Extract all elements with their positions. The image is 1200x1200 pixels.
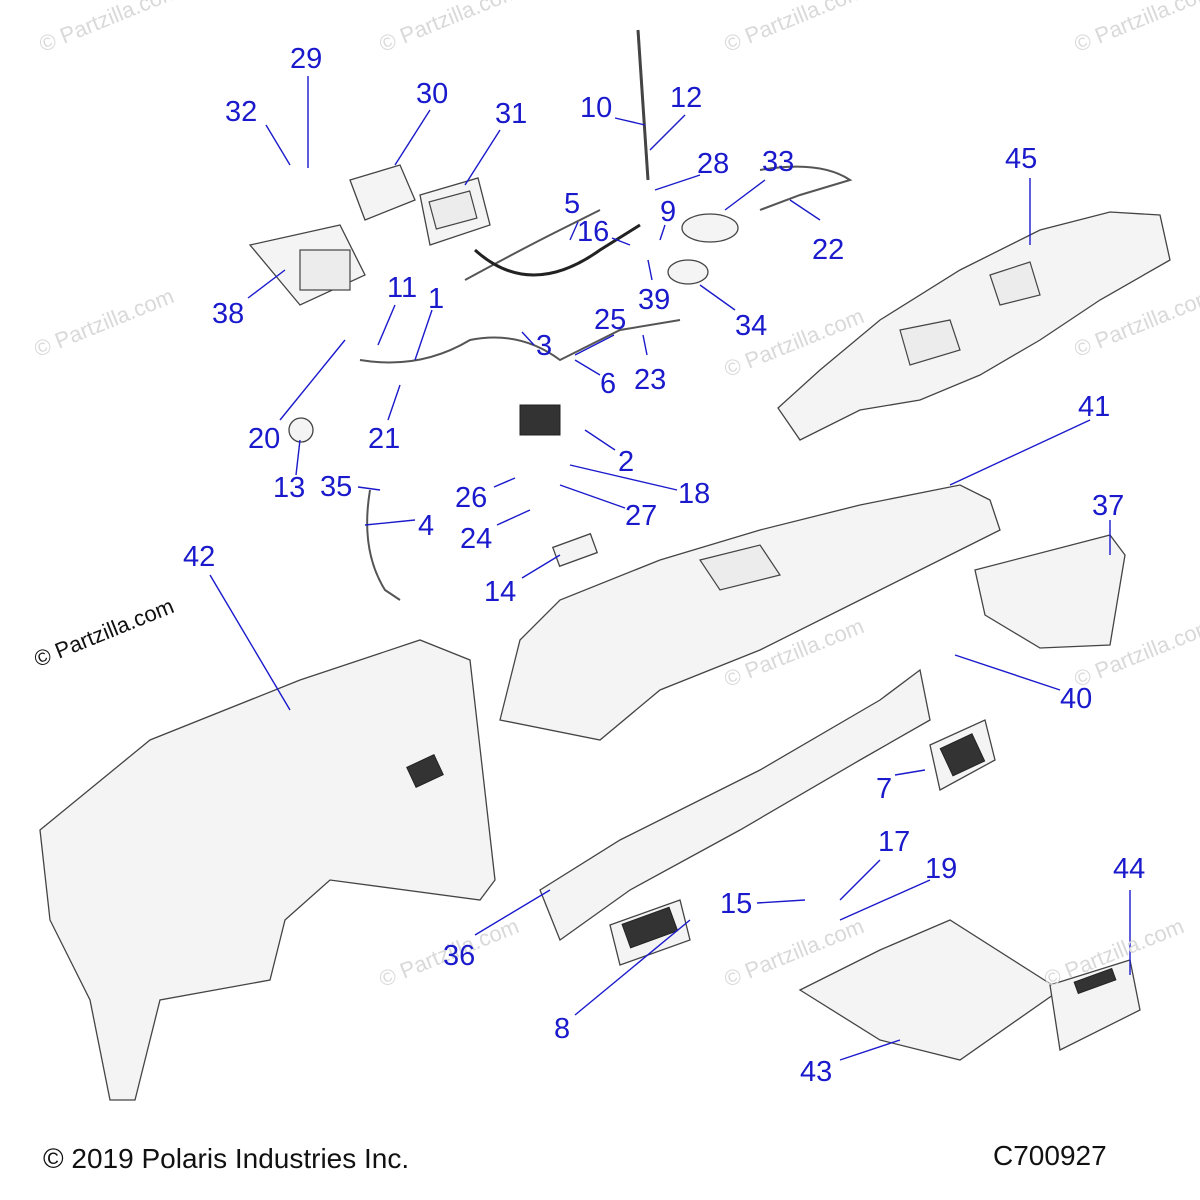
callout-21: 21 bbox=[368, 423, 401, 455]
part-16-cable[interactable] bbox=[473, 223, 641, 277]
callout-28: 28 bbox=[697, 148, 730, 180]
part-1-harness[interactable] bbox=[359, 319, 681, 364]
callout-17: 17 bbox=[878, 826, 911, 858]
part-42-firewall[interactable] bbox=[39, 639, 496, 1101]
callout-2: 2 bbox=[618, 446, 635, 478]
callout-29: 29 bbox=[290, 43, 323, 75]
callout-40: 40 bbox=[1060, 683, 1093, 715]
part-14-module[interactable] bbox=[551, 532, 599, 568]
part-7-speaker[interactable] bbox=[929, 719, 996, 791]
callout-24: 24 bbox=[460, 523, 493, 555]
callout-20: 20 bbox=[248, 423, 281, 455]
callout-18: 18 bbox=[678, 478, 711, 510]
callout-11: 11 bbox=[387, 272, 418, 304]
part-45-dash-top[interactable] bbox=[777, 211, 1171, 441]
callout-12: 12 bbox=[670, 82, 703, 114]
callout-33: 33 bbox=[762, 146, 795, 178]
part-38-bezel[interactable] bbox=[248, 224, 366, 306]
callout-4: 4 bbox=[418, 510, 435, 542]
callout-43: 43 bbox=[800, 1056, 833, 1088]
part-33-dome[interactable] bbox=[681, 213, 739, 243]
callout-3: 3 bbox=[536, 330, 553, 362]
callout-36: 36 bbox=[443, 940, 476, 972]
callout-35: 35 bbox=[320, 471, 353, 503]
callout-10: 10 bbox=[580, 92, 613, 124]
part-13-grommet[interactable] bbox=[288, 417, 314, 443]
callout-22: 22 bbox=[812, 234, 845, 266]
callout-14: 14 bbox=[484, 576, 517, 608]
part-44-switch-panel[interactable] bbox=[1049, 959, 1141, 1051]
part-34-dome[interactable] bbox=[667, 259, 709, 285]
callout-23: 23 bbox=[634, 364, 667, 396]
part-10-antenna[interactable] bbox=[636, 29, 650, 181]
callout-37: 37 bbox=[1092, 490, 1125, 522]
callout-25: 25 bbox=[594, 304, 627, 336]
callout-6: 6 bbox=[600, 368, 617, 400]
leader-lines bbox=[209, 76, 1131, 1061]
part-5-harness[interactable] bbox=[464, 209, 601, 281]
callout-9: 9 bbox=[660, 196, 677, 228]
callout-1: 1 bbox=[428, 283, 445, 315]
callout-7: 7 bbox=[876, 773, 893, 805]
diagram-code: C700927 bbox=[993, 1140, 1107, 1171]
part-22-cable[interactable] bbox=[759, 165, 853, 211]
callout-8: 8 bbox=[554, 1013, 571, 1045]
part-31-display[interactable] bbox=[419, 177, 491, 246]
copyright-footer: © 2019 Polaris Industries Inc. bbox=[43, 1143, 410, 1174]
part-30-bracket[interactable] bbox=[349, 164, 416, 221]
callout-15: 15 bbox=[720, 888, 753, 920]
callout-19: 19 bbox=[925, 853, 958, 885]
callout-44: 44 bbox=[1113, 853, 1146, 885]
callout-5: 5 bbox=[564, 188, 581, 220]
callout-45: 45 bbox=[1005, 143, 1038, 175]
part-8-speaker[interactable] bbox=[609, 899, 691, 966]
part-36-lower-dash[interactable] bbox=[539, 668, 931, 942]
part-41-dash-body[interactable] bbox=[499, 484, 1001, 741]
callout-31: 31 bbox=[495, 98, 528, 130]
callout-16: 16 bbox=[577, 216, 610, 248]
callout-32: 32 bbox=[225, 96, 258, 128]
part-37-glove-box[interactable] bbox=[974, 534, 1126, 649]
callout-13: 13 bbox=[273, 472, 306, 504]
callout-42: 42 bbox=[183, 541, 216, 573]
part-4-harness[interactable] bbox=[366, 489, 401, 601]
callout-27: 27 bbox=[625, 500, 658, 532]
callout-39: 39 bbox=[638, 284, 671, 316]
callout-26: 26 bbox=[455, 482, 488, 514]
callout-38: 38 bbox=[212, 298, 245, 330]
part-6-connector[interactable] bbox=[519, 404, 561, 436]
callout-34: 34 bbox=[735, 310, 768, 342]
callout-30: 30 bbox=[416, 78, 449, 110]
callout-41: 41 bbox=[1078, 391, 1111, 423]
